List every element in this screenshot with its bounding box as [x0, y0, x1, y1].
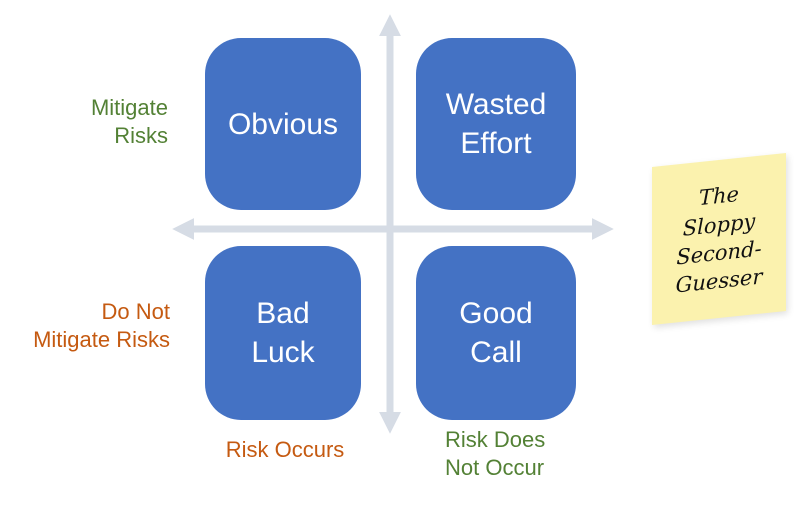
row-label-mitigate-risks: Mitigate Risks [90, 95, 168, 148]
quadrant-good-call: Good Call [416, 246, 576, 420]
quadrant-wasted-effort: Wasted Effort [416, 38, 576, 210]
col-label-risk-does-not-occur: Risk Does Not Occur [445, 427, 546, 480]
quadrant-obvious: Obvious [205, 38, 361, 210]
sticky-note: The Sloppy Second- Guesser [652, 152, 786, 326]
sticky-note-text: The Sloppy Second- Guesser [675, 182, 763, 298]
row-label-do-not-mitigate-risks: Do Not Mitigate Risks [33, 299, 170, 352]
quadrant-bad-luck: Bad Luck [205, 246, 361, 420]
col-label-risk-occurs: Risk Occurs [225, 437, 345, 462]
